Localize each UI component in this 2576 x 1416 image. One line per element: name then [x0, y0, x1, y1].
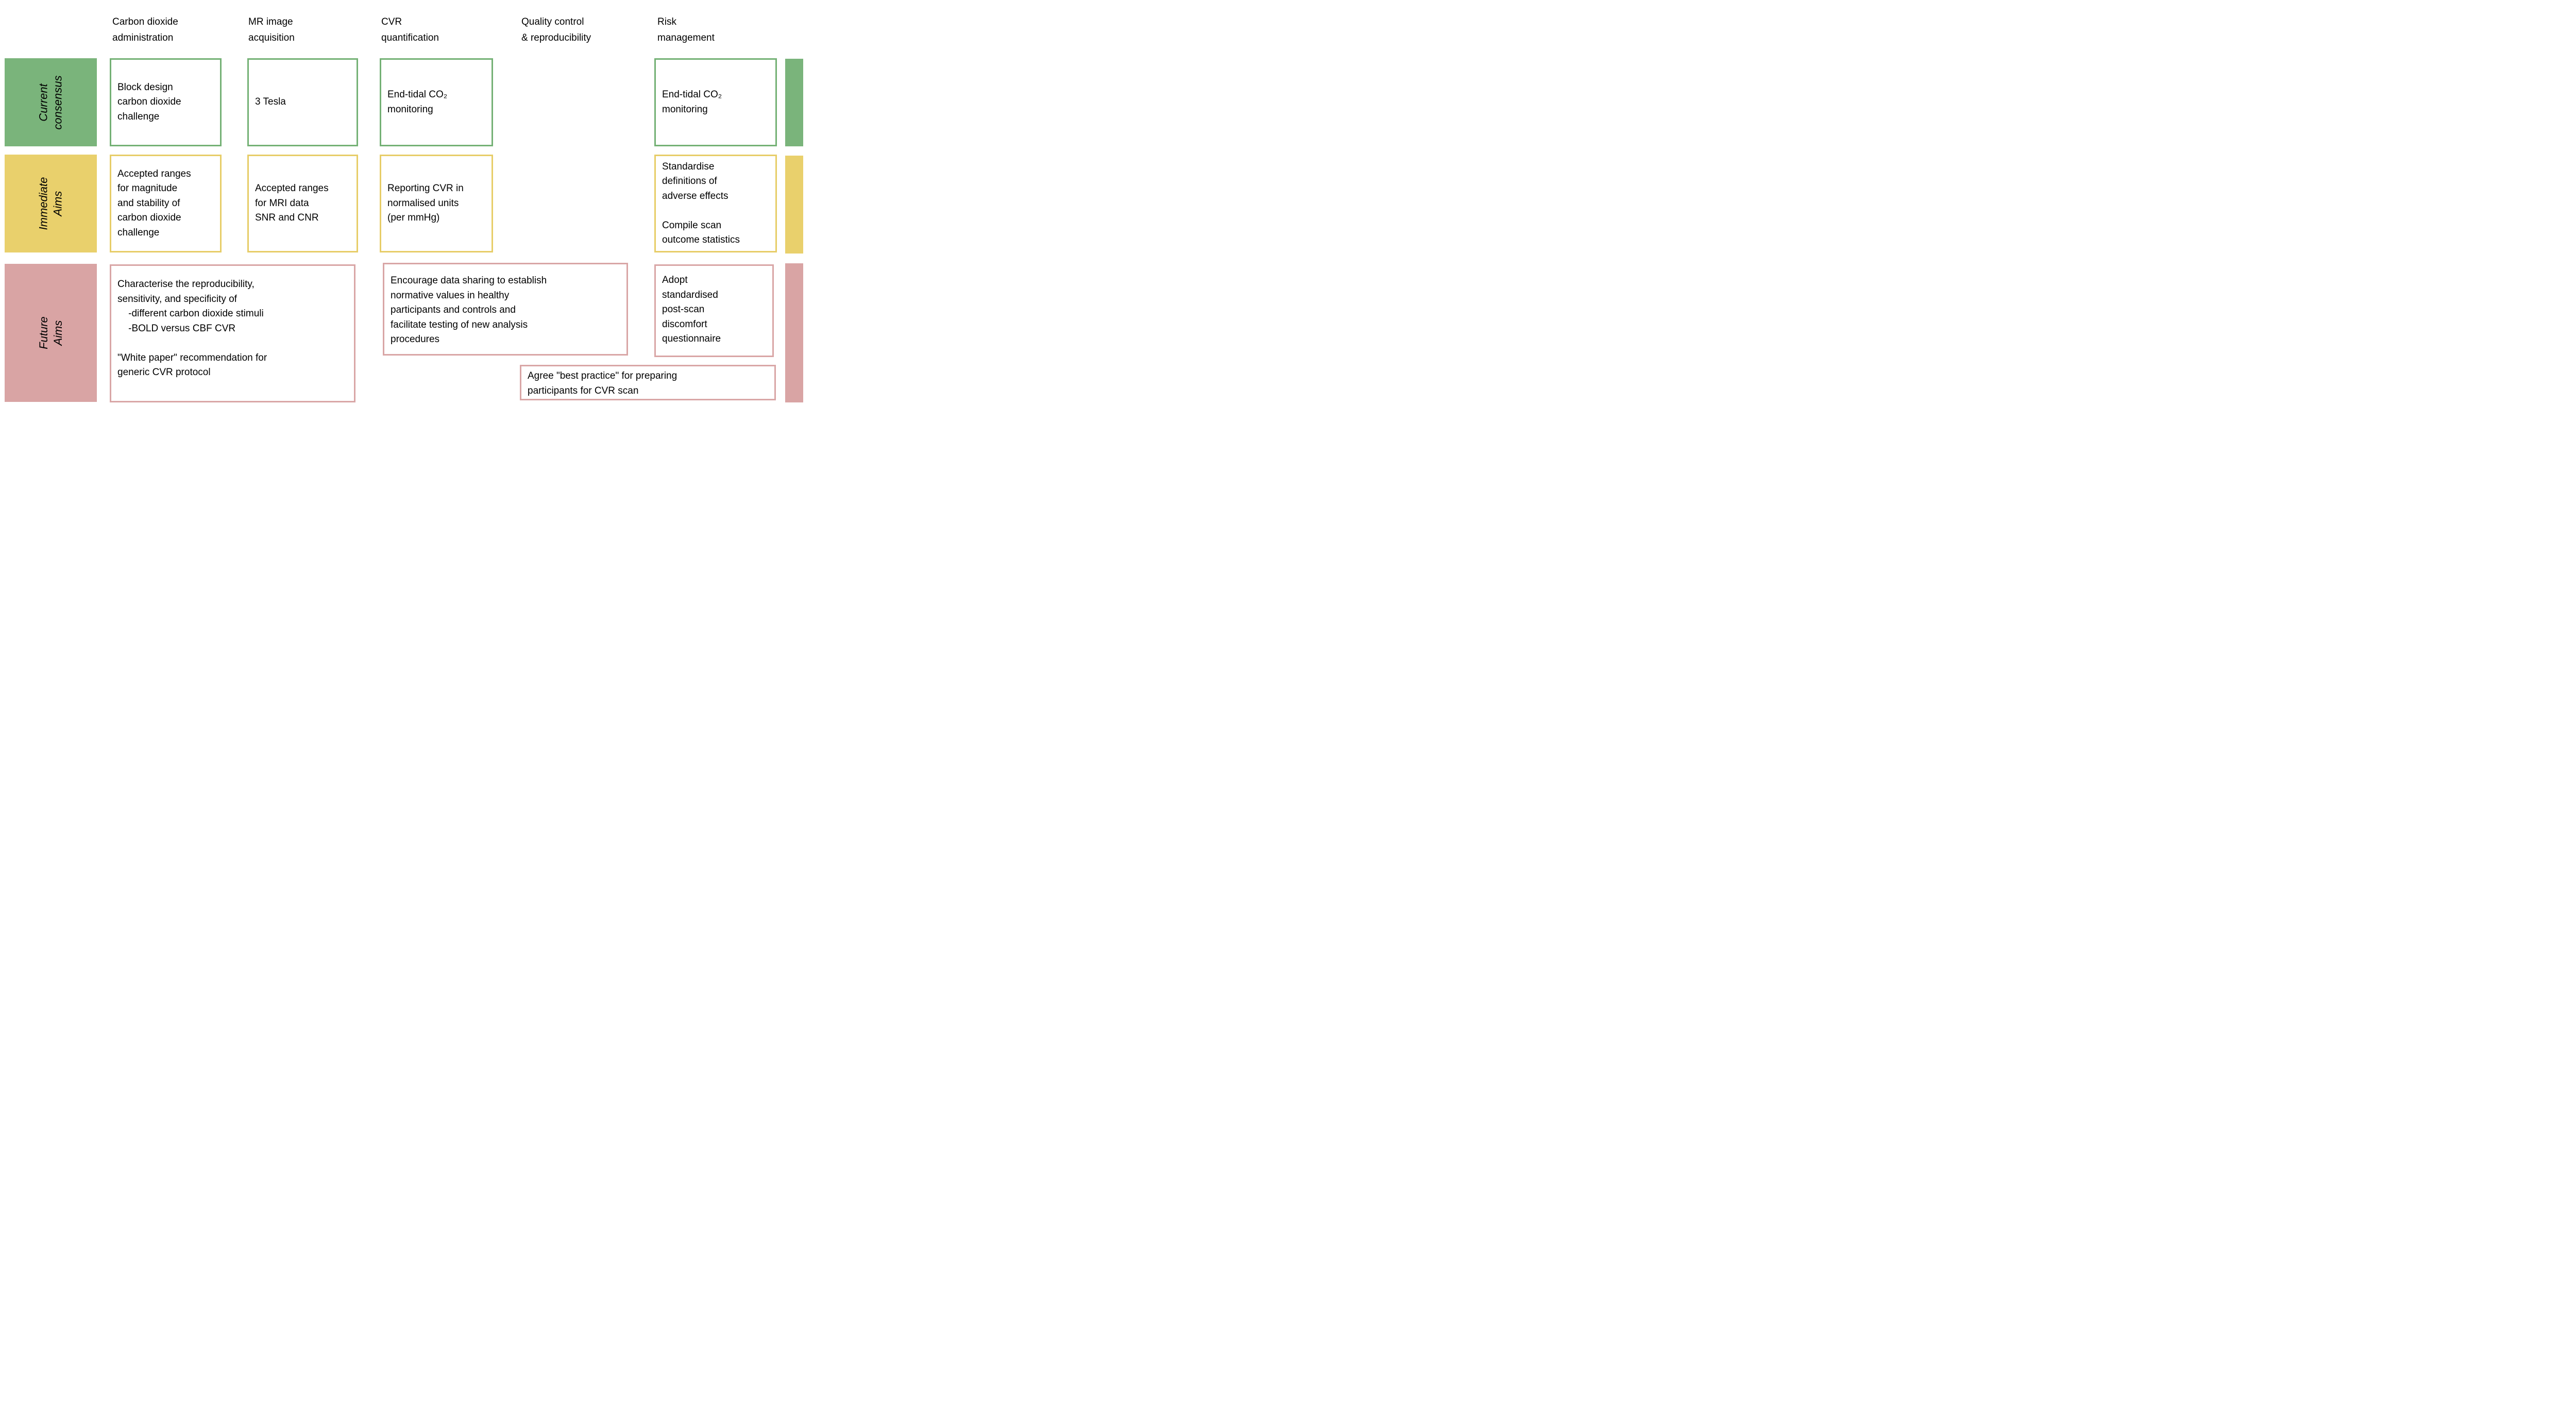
box-immediate-cvr-quantification: Reporting CVR in normalised units (per m…	[380, 155, 493, 252]
right-strip-future-aims	[785, 263, 803, 402]
box-text: Accepted ranges for magnitude and stabil…	[117, 168, 191, 238]
column-header-co2-administration: Carbon dioxide administration	[112, 16, 178, 43]
column-header-quality-control: Quality control & reproducibility	[521, 16, 591, 43]
cvr-consensus-matrix-diagram: Carbon dioxide administration MR image a…	[0, 0, 807, 416]
box-future-characterise-reproducibility: Characterise the reproducibility, sensit…	[110, 264, 355, 402]
box-current-cvr-quantification: End-tidal CO₂ monitoring	[380, 58, 493, 146]
row-label-text: Immediate Aims	[37, 177, 64, 230]
row-label-immediate-aims: Immediate Aims	[5, 155, 97, 252]
column-header-cvr-quantification: CVR quantification	[381, 16, 439, 43]
box-future-agree-best-practice: Agree "best practice" for preparing part…	[520, 365, 776, 400]
right-strip-immediate-aims	[785, 156, 803, 254]
box-text: 3 Tesla	[255, 96, 286, 108]
box-text: Accepted ranges for MRI data SNR and CNR	[255, 183, 329, 224]
box-text: Reporting CVR in normalised units (per m…	[387, 183, 464, 224]
box-future-data-sharing: Encourage data sharing to establish norm…	[383, 263, 628, 356]
box-immediate-co2-administration: Accepted ranges for magnitude and stabil…	[110, 155, 222, 252]
row-label-current-consensus: Current consensus	[5, 58, 97, 146]
row-label-text: Current consensus	[37, 75, 64, 130]
box-text: End-tidal CO₂ monitoring	[387, 89, 448, 115]
box-text: Standardise definitions of adverse effec…	[662, 161, 740, 246]
box-immediate-mr-image-acquisition: Accepted ranges for MRI data SNR and CNR	[247, 155, 358, 252]
box-immediate-risk-management: Standardise definitions of adverse effec…	[654, 155, 777, 252]
column-header-risk-management: Risk management	[657, 16, 715, 43]
column-header-mr-image-acquisition: MR image acquisition	[248, 16, 295, 43]
box-text: End-tidal CO₂ monitoring	[662, 89, 722, 115]
box-current-mr-image-acquisition: 3 Tesla	[247, 58, 358, 146]
box-future-adopt-questionnaire: Adopt standardised post-scan discomfort …	[654, 264, 774, 357]
box-text: Block design carbon dioxide challenge	[117, 81, 181, 122]
box-current-co2-administration: Block design carbon dioxide challenge	[110, 58, 222, 146]
box-current-risk-management: End-tidal CO₂ monitoring	[654, 58, 777, 146]
right-strip-current-consensus	[785, 59, 803, 146]
row-label-future-aims: Future Aims	[5, 264, 97, 402]
row-label-text: Future Aims	[37, 316, 64, 349]
